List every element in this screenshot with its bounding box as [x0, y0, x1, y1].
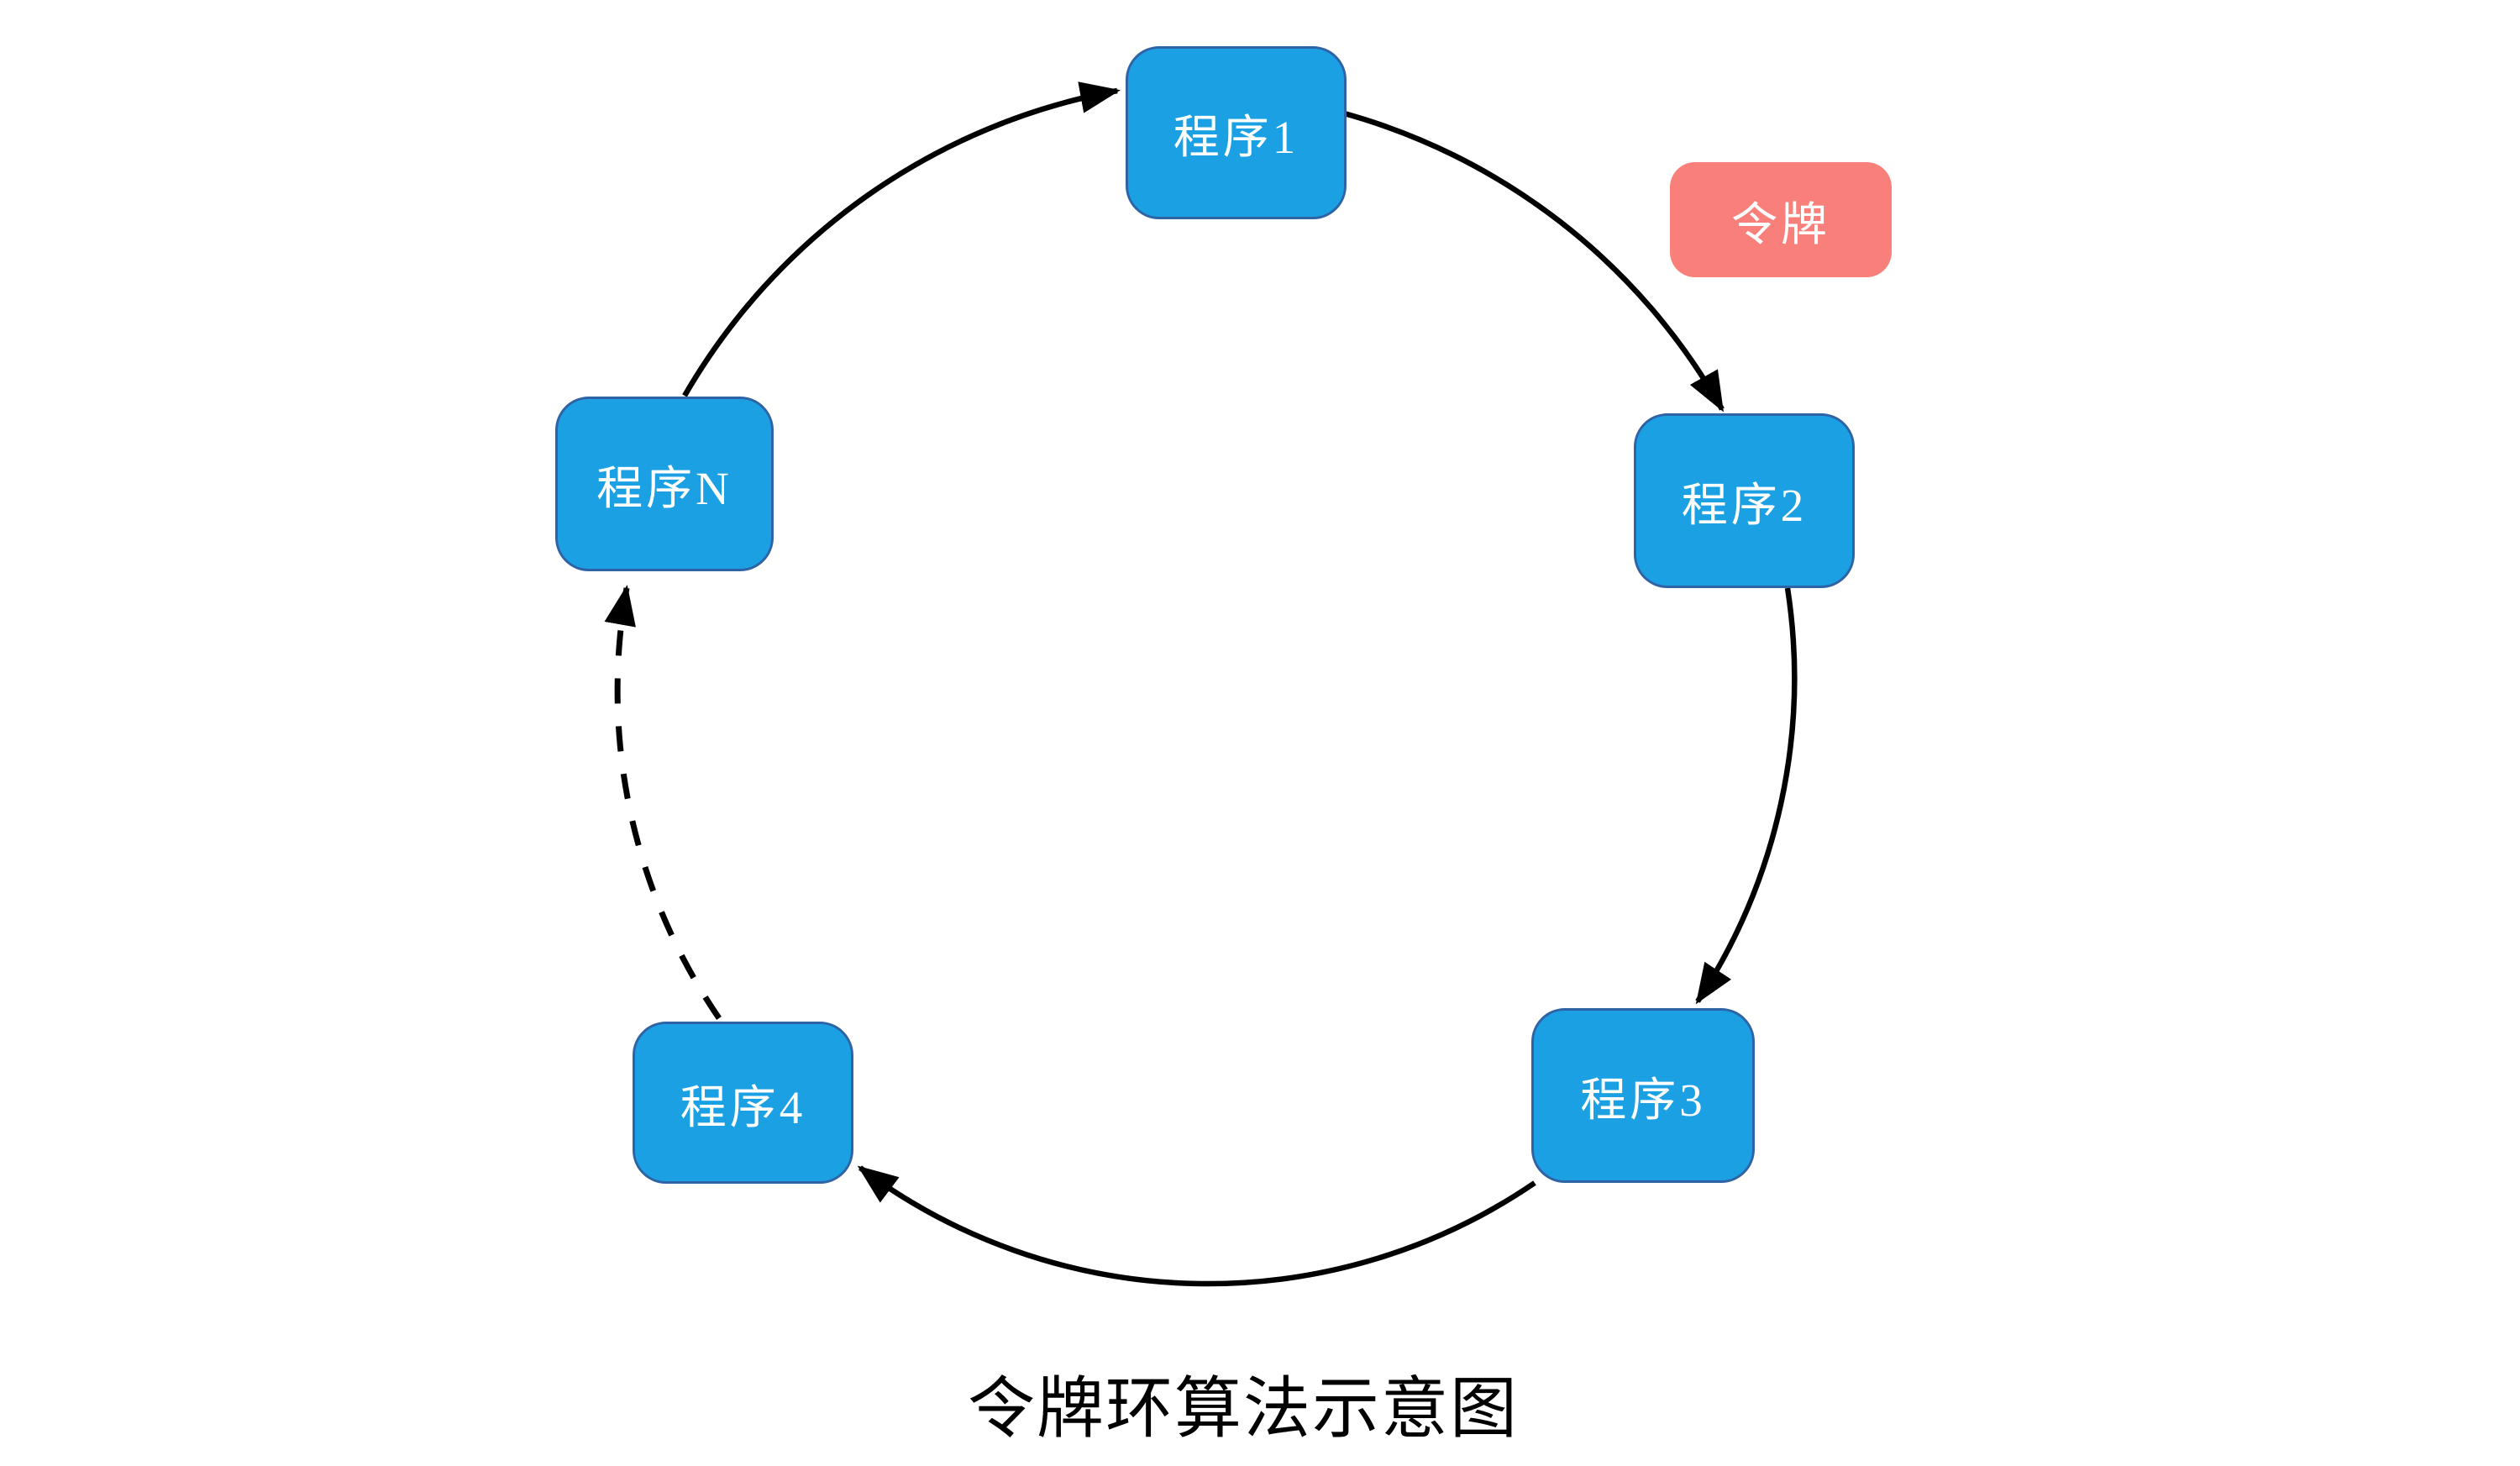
node-program-1-label: 程序1: [1173, 112, 1299, 163]
node-program-N: 程序N: [555, 397, 774, 571]
node-program-4-label: 程序4: [680, 1081, 806, 1133]
node-program-3-label: 程序3: [1580, 1075, 1706, 1126]
node-program-2-label: 程序2: [1681, 480, 1808, 531]
diagram-title: 令牌环算法示意图: [968, 1373, 1519, 1447]
node-program-4: 程序4: [633, 1022, 853, 1184]
token-box: 令牌: [1670, 162, 1892, 277]
arrow-p2-to-p3: [1695, 587, 1798, 1005]
arrow-p4-to-pN-dashed: [604, 585, 722, 1020]
node-program-2: 程序2: [1634, 413, 1855, 588]
node-program-3: 程序3: [1531, 1008, 1755, 1183]
arrow-pN-to-p1: [682, 81, 1121, 397]
node-program-1: 程序1: [1126, 46, 1347, 219]
node-program-N-label: 程序N: [596, 463, 732, 514]
token-label: 令牌: [1730, 198, 1830, 250]
arrow-p3-to-p4: [857, 1165, 1536, 1287]
arrow-p1-to-p2: [1337, 108, 1725, 412]
